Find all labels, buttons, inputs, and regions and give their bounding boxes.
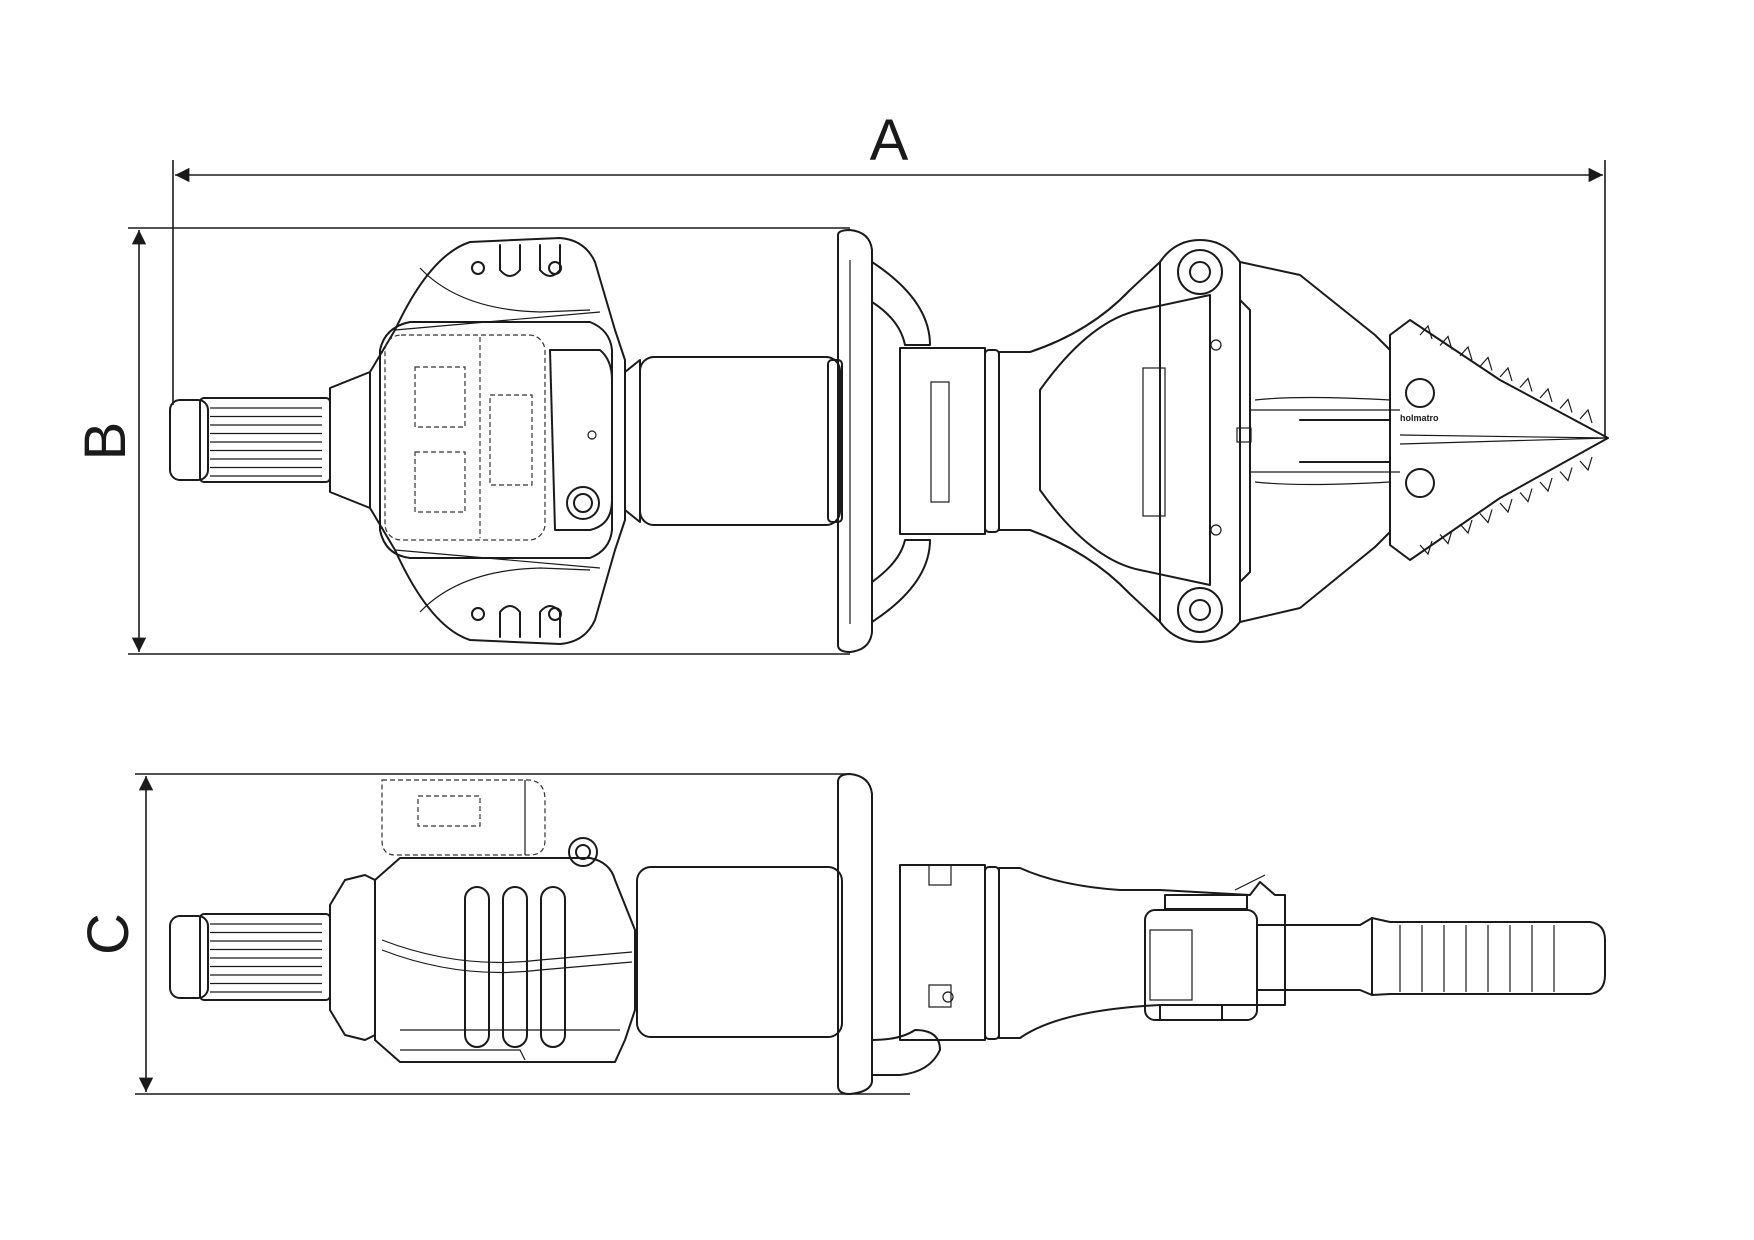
- side-carry-handle: [837, 773, 941, 1095]
- top-cylinder: [624, 356, 843, 526]
- tooth-lower: [1499, 498, 1513, 514]
- side-spreader-head: [1144, 874, 1373, 1021]
- tooth-lower: [1579, 456, 1593, 472]
- tooth-upper: [1499, 366, 1513, 382]
- tooth-lower: [1459, 519, 1473, 535]
- top-body-housing: [369, 237, 626, 645]
- pivot-bolt-lower-icon: [1177, 587, 1223, 633]
- tooth-upper: [1419, 324, 1433, 340]
- tip-hole-lower-icon: [1405, 468, 1435, 498]
- top-grip-notches-lower: [471, 605, 562, 638]
- side-neck: [899, 864, 1286, 1041]
- side-end-knob: [169, 874, 376, 1041]
- top-battery-outline: [384, 334, 546, 541]
- top-carry-handle: [837, 229, 931, 653]
- power-button-icon: [566, 486, 600, 520]
- dimension-a: A: [172, 108, 1606, 438]
- tooth-upper: [1459, 345, 1473, 361]
- tooth-lower: [1519, 488, 1533, 503]
- top-view-tool: holmatro: [169, 229, 1609, 653]
- side-body-housing: [374, 857, 636, 1063]
- dimension-a-label: A: [870, 108, 909, 173]
- tooth-upper: [1479, 356, 1493, 371]
- tooth-lower: [1439, 530, 1453, 545]
- tooth-upper: [1539, 387, 1553, 403]
- dimension-c: C: [76, 773, 910, 1095]
- dimension-b-label: B: [73, 422, 138, 461]
- tooth-upper: [1579, 408, 1593, 424]
- brand-mark: holmatro: [1400, 413, 1439, 423]
- tooth-lower: [1539, 477, 1553, 493]
- tooth-upper: [1439, 335, 1453, 350]
- tip-hole-upper-icon: [1405, 378, 1435, 408]
- side-button-icon: [568, 837, 598, 867]
- side-view-tool: [169, 773, 1606, 1095]
- side-cylinder: [636, 866, 843, 1038]
- tooth-upper: [1519, 377, 1533, 392]
- tooth-lower: [1479, 509, 1493, 524]
- top-grip-notches-upper: [471, 244, 562, 277]
- tooth-lower: [1559, 467, 1573, 482]
- top-control-panel: [549, 349, 613, 531]
- side-battery-pack: [381, 779, 598, 867]
- pivot-bolt-upper-icon: [1177, 249, 1223, 295]
- top-spreader-head: [1039, 239, 1252, 643]
- dimension-b: B: [73, 227, 850, 655]
- top-end-knob: [169, 371, 371, 509]
- side-arm-tip: [1371, 917, 1606, 996]
- top-spreader-arms: holmatro: [1239, 261, 1609, 623]
- tooth-lower: [1419, 540, 1433, 556]
- dimension-c-label: C: [76, 913, 141, 955]
- tooth-upper: [1559, 398, 1573, 413]
